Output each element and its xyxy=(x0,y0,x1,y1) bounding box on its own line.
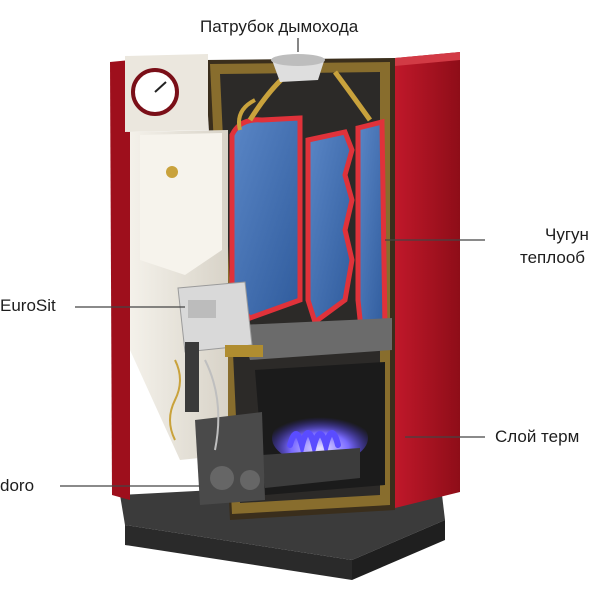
label-valve: EuroSit xyxy=(0,296,56,315)
burner-tube xyxy=(262,448,360,488)
burner-housing xyxy=(195,412,265,505)
casing-right xyxy=(395,52,460,508)
baffle-plate xyxy=(240,318,392,360)
label-heat-exchanger-line1: Чугун xyxy=(545,225,589,244)
combustion-chamber xyxy=(195,362,385,505)
ignition-button-icon xyxy=(166,166,178,178)
gas-valve xyxy=(169,281,263,451)
chimney-pipe xyxy=(271,54,325,82)
label-burner: doro xyxy=(0,476,35,495)
leader-lines xyxy=(60,38,485,487)
casing-left xyxy=(110,60,130,500)
label-heat-exchanger-line2: теплооб xyxy=(520,248,586,267)
label-insulation: Слой терм xyxy=(495,427,580,446)
label-chimney: Патрубок дымохода xyxy=(200,17,359,36)
